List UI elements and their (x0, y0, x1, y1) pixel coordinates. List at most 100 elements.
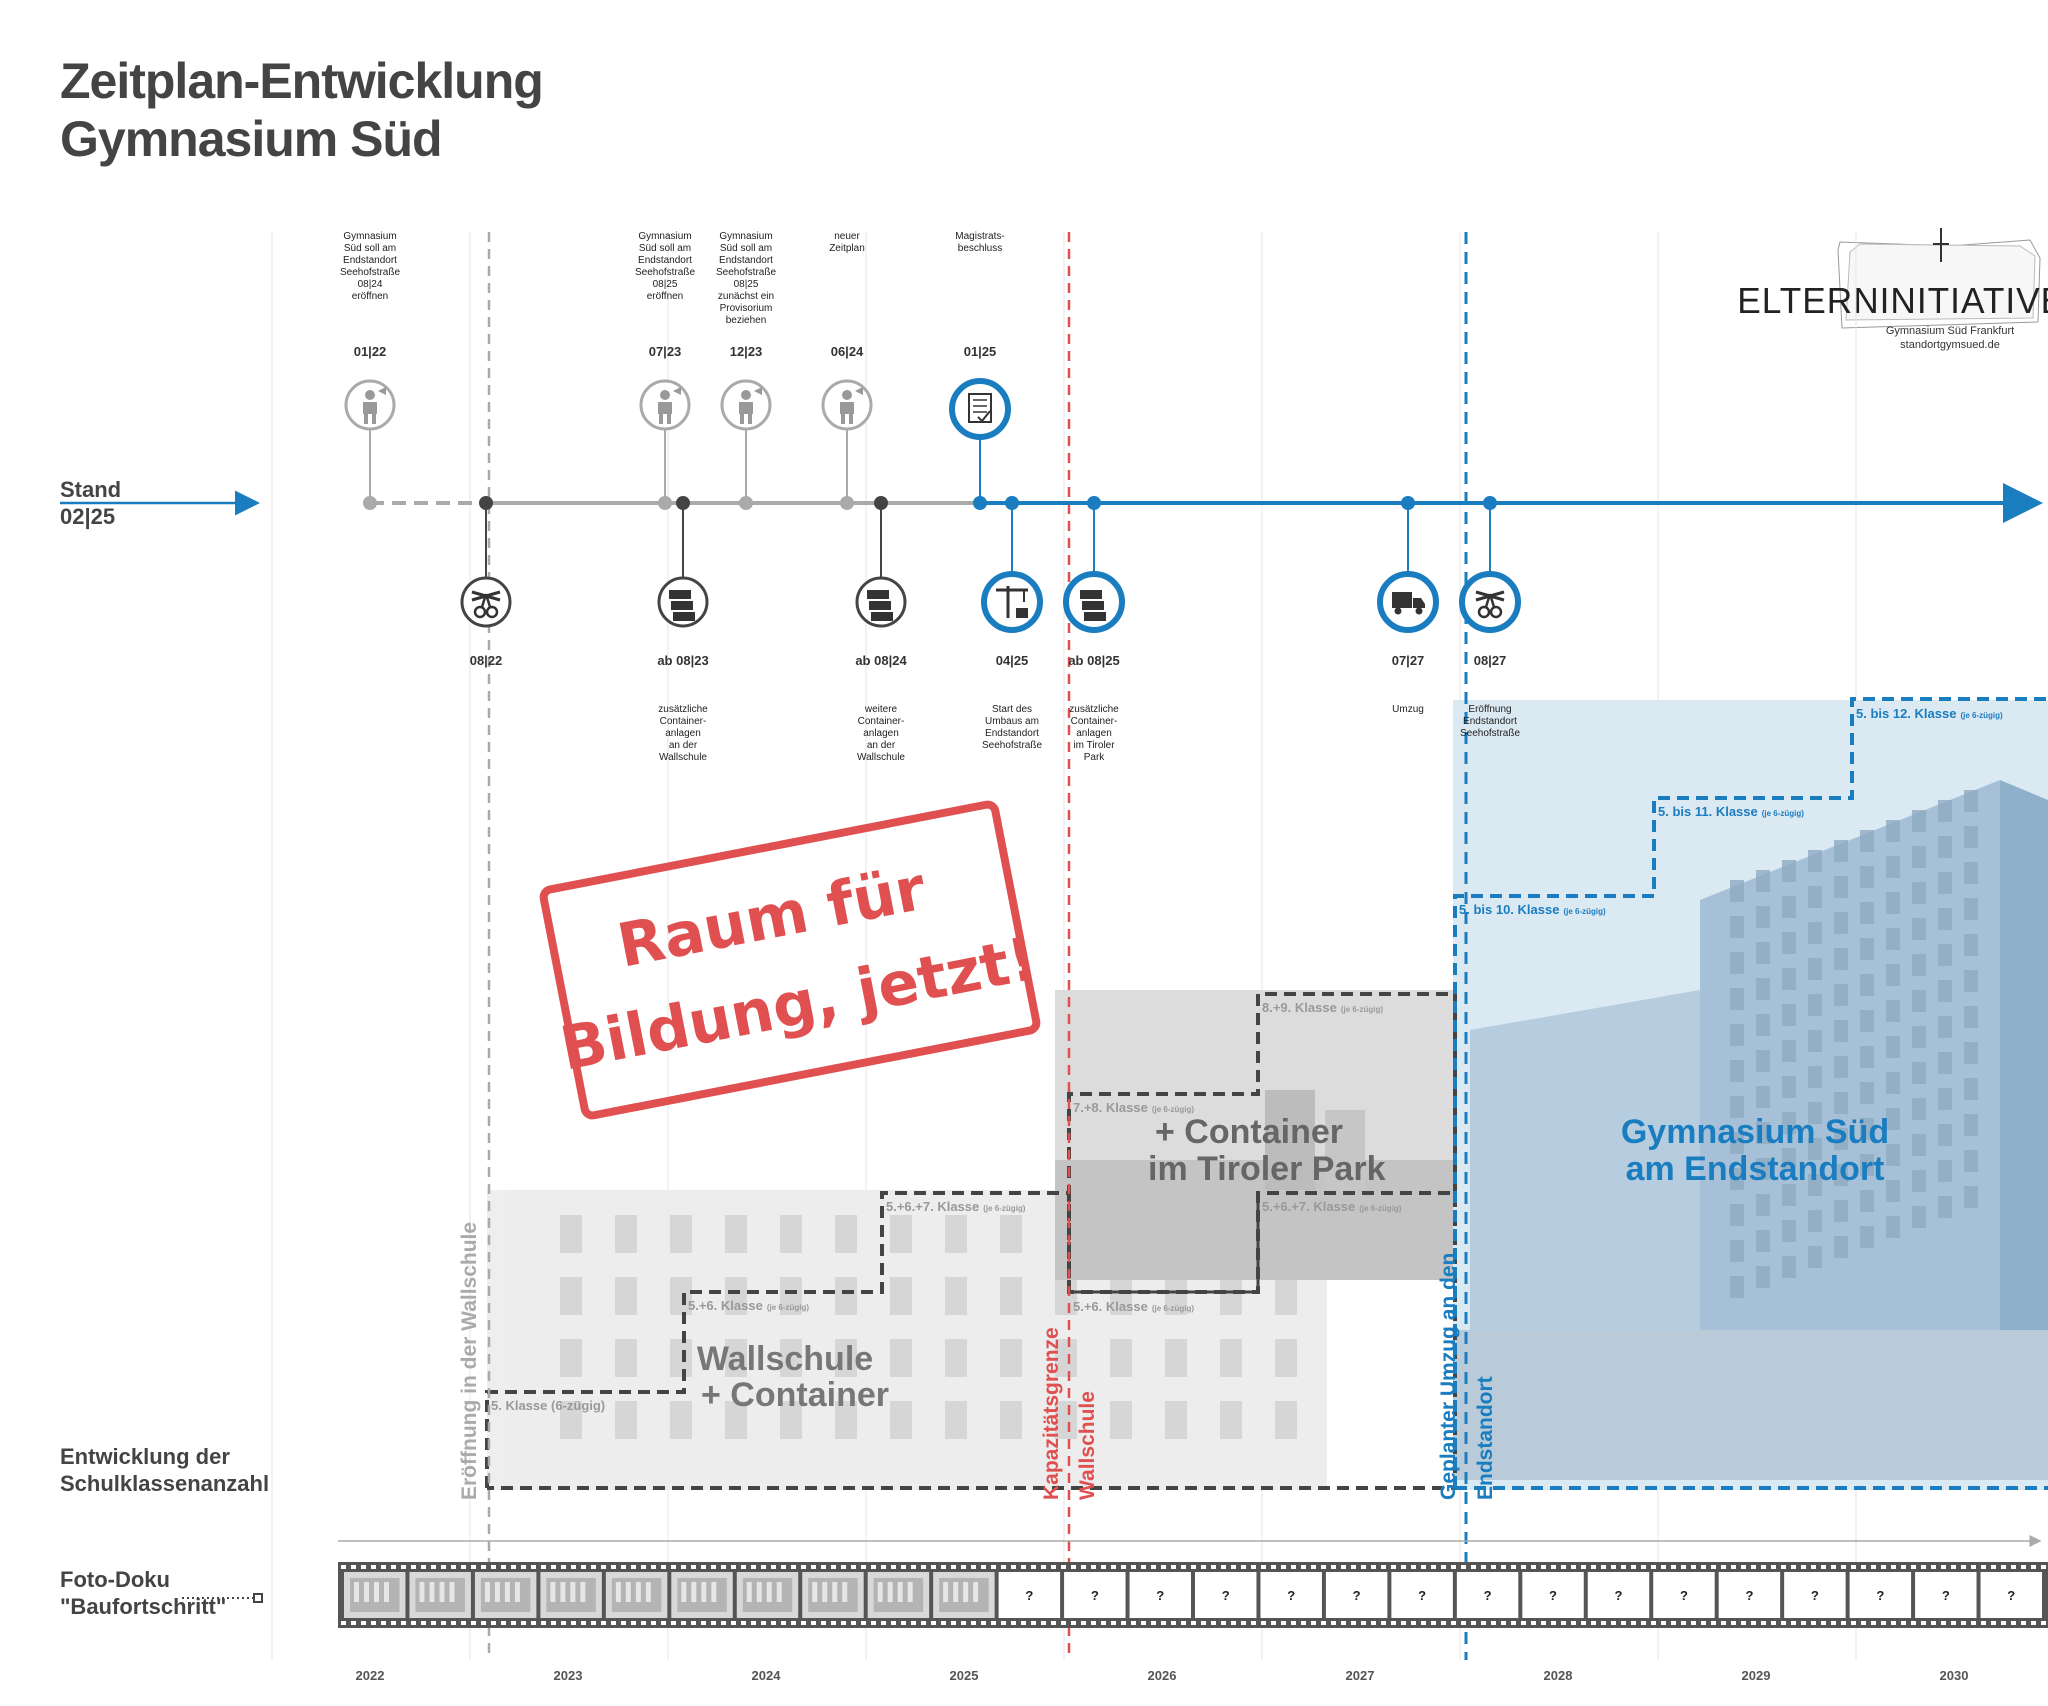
step-label: 5. bis 11. Klasse(je 6-zügig) (1658, 804, 1804, 819)
film-frame-photo (933, 1572, 995, 1618)
svg-text:an der: an der (669, 740, 698, 751)
tiroler-inner (1069, 1193, 1260, 1294)
svg-text:?: ? (1811, 1588, 1819, 1603)
area-label-endstandort-2: am Endstandort (1626, 1150, 1885, 1188)
svg-text:Zeitplan: Zeitplan (829, 243, 865, 254)
year-label: 2026 (1148, 1668, 1177, 1683)
svg-text:weitere: weitere (864, 704, 898, 715)
film-frame-photo (867, 1572, 930, 1618)
page-title: Zeitplan-Entwicklung (60, 53, 543, 109)
svg-text:anlagen: anlagen (665, 728, 701, 739)
class-steps: 5. Klasse (6-zügig)5.+6. Klasse(je 6-züg… (485, 697, 2048, 1490)
film-frame-unknown: ? (1064, 1572, 1126, 1618)
svg-text:Seehofstraße: Seehofstraße (982, 740, 1042, 751)
stand-label: Stand (60, 477, 121, 502)
svg-text:Süd soll am: Süd soll am (720, 243, 772, 254)
svg-text:Container-: Container- (1071, 716, 1118, 727)
capacity-label-1: Kapazitätsgrenze (1040, 1327, 1063, 1500)
svg-text:?: ? (1680, 1588, 1688, 1603)
year-label: 2025 (950, 1668, 979, 1683)
svg-text:Endstandort: Endstandort (719, 255, 773, 266)
svg-text:Container-: Container- (858, 716, 905, 727)
svg-text:Wallschule: Wallschule (659, 752, 707, 763)
film-frame-unknown: ? (1260, 1572, 1322, 1618)
endstandort-outline (1453, 697, 2048, 1488)
svg-text:Seehofstraße: Seehofstraße (340, 267, 400, 278)
svg-text:Gymnasium: Gymnasium (343, 231, 396, 242)
svg-text:?: ? (1353, 1588, 1361, 1603)
area-label-tiroler-1: + Container (1155, 1113, 1343, 1151)
svg-text:Seehofstraße: Seehofstraße (1460, 728, 1520, 739)
svg-text:neuer: neuer (834, 231, 860, 242)
svg-text:Park: Park (1084, 752, 1106, 763)
year-label: 2022 (356, 1668, 385, 1683)
svg-text:zusätzliche: zusätzliche (1069, 704, 1119, 715)
svg-text:eröffnen: eröffnen (647, 291, 684, 302)
svg-text:Gymnasium: Gymnasium (719, 231, 772, 242)
step-label: 5. Klasse (6-zügig) (491, 1398, 605, 1413)
milestone-date: 08|22 (470, 653, 503, 668)
svg-text:eröffnen: eröffnen (352, 291, 389, 302)
milestone-date: 12|23 (730, 344, 763, 359)
film-frame-unknown: ? (1784, 1572, 1846, 1618)
film-frame-photo (802, 1572, 864, 1618)
development-label-2: Schulklassenanzahl (60, 1471, 269, 1496)
photo-label-1: Foto-Doku (60, 1567, 170, 1592)
svg-text:Provisorium: Provisorium (720, 303, 773, 314)
photo-endstandort (1453, 700, 2048, 1490)
film-frame-unknown: ? (1653, 1572, 1715, 1618)
film-frame-unknown: ? (1522, 1572, 1584, 1618)
speaker-person-icon (658, 387, 681, 424)
step-label: 5. bis 12. Klasse(je 6-zügig) (1856, 706, 2003, 721)
svg-text:?: ? (1025, 1588, 1033, 1603)
year-label: 2027 (1346, 1668, 1375, 1683)
film-frame-unknown: ? (1391, 1572, 1453, 1618)
ribbon-cutting-icon (1475, 590, 1505, 619)
tiroler-outline (1067, 992, 1457, 1292)
logo-subtitle: Gymnasium Süd Frankfurt (1886, 325, 2014, 337)
milestone-date: ab 08|23 (657, 653, 708, 668)
film-frame-unknown: ? (1915, 1572, 1977, 1618)
svg-text:?: ? (1156, 1588, 1164, 1603)
film-frame-photo (671, 1572, 733, 1618)
capacity-label-2: Wallschule (1076, 1391, 1099, 1500)
area-label-wallschule-1: Wallschule (697, 1340, 873, 1378)
ribbon-cutting-icon (471, 590, 501, 619)
year-label: 2028 (1544, 1668, 1573, 1683)
area-label-wallschule-2: + Container (701, 1376, 889, 1414)
film-frame-photo (605, 1572, 668, 1618)
film-frame-unknown: ? (1718, 1572, 1781, 1618)
svg-text:08|24: 08|24 (358, 279, 383, 290)
milestone-date: 06|24 (831, 344, 864, 359)
stamp: Raum für Bildung, jetzt! (539, 800, 1042, 1120)
svg-text:Endstandort: Endstandort (1463, 716, 1517, 727)
photo-tiroler-park (1055, 990, 1455, 1280)
logo-name: ELTERNINITIATIVE (1737, 281, 2048, 321)
film-frame-unknown: ? (1849, 1572, 1912, 1618)
photo-label-2: "Baufortschritt" (60, 1594, 226, 1619)
area-label-tiroler-2: im Tiroler Park (1148, 1150, 1386, 1188)
speaker-person-icon (840, 387, 863, 424)
container-icon (669, 590, 695, 621)
svg-text:Gymnasium: Gymnasium (638, 231, 691, 242)
milestone-date: 07|23 (649, 344, 682, 359)
film-frame-unknown: ? (1587, 1572, 1650, 1618)
svg-text:Container-: Container- (660, 716, 707, 727)
film-frame-unknown: ? (1129, 1572, 1191, 1618)
film-frame-unknown: ? (1980, 1572, 2042, 1618)
opening-label: Eröffnung in der Wallschule (458, 1222, 481, 1500)
svg-text:?: ? (1745, 1588, 1753, 1603)
svg-text:08|25: 08|25 (734, 279, 759, 290)
milestone-date: ab 08|24 (855, 653, 907, 668)
film-frame-photo (736, 1572, 799, 1618)
moving-truck-icon (1392, 592, 1425, 615)
svg-text:zusätzliche: zusätzliche (658, 704, 708, 715)
